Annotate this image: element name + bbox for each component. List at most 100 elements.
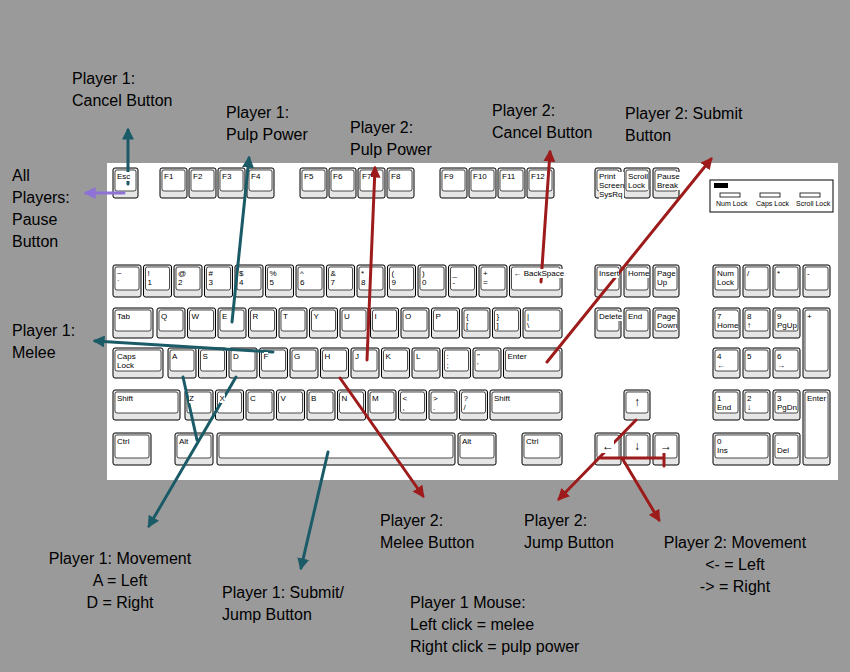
- key-legend: | \: [527, 312, 529, 330]
- key-outline: [329, 168, 356, 198]
- key-outline: [803, 390, 830, 465]
- key-outline: [160, 168, 187, 198]
- key-outline: [279, 308, 307, 338]
- key-legend: F5: [304, 172, 313, 181]
- key-outline: [653, 433, 679, 465]
- key-face: [115, 350, 161, 371]
- leader-arrow: [95, 341, 273, 352]
- key-face: [281, 310, 305, 331]
- key-outline: [321, 348, 349, 378]
- key-legend: →: [660, 440, 672, 453]
- key-face: [715, 267, 738, 290]
- key-outline: [412, 348, 440, 378]
- key-face: [805, 310, 828, 371]
- key-legend: 5: [747, 352, 751, 361]
- annotation-label: A = Left: [40, 570, 200, 592]
- key-outline: [327, 265, 355, 297]
- key-outline: [713, 390, 740, 420]
- key-legend: Alt: [462, 437, 471, 446]
- key-legend: > .: [433, 394, 438, 412]
- key-legend: Shift: [494, 394, 510, 403]
- key-outline: [217, 433, 455, 465]
- key-outline: [743, 265, 770, 297]
- key-face: [481, 267, 505, 290]
- leader-arrow: [149, 377, 236, 526]
- annotation-label: Player 2: Submit Button: [625, 103, 760, 147]
- key-legend: D: [233, 352, 239, 361]
- key-legend: N: [342, 394, 348, 403]
- key-outline: [653, 308, 679, 338]
- key-outline: [624, 308, 650, 338]
- annotation-label: Player 1: Cancel Button: [72, 68, 180, 112]
- key-outline: [429, 390, 457, 420]
- key-legend: L: [416, 352, 420, 361]
- indicator-label: Caps Lock: [756, 200, 789, 208]
- key-outline: [388, 265, 416, 297]
- key-legend: . Del: [777, 437, 789, 455]
- annotation-label: Player 2: Movement: [645, 532, 825, 554]
- key-face: [775, 392, 798, 413]
- key-legend: 8 ↑: [747, 312, 751, 330]
- key-legend: Delete: [599, 312, 622, 321]
- key-legend: -: [807, 269, 810, 278]
- key-legend: Esc: [117, 172, 130, 181]
- key-legend: @ 2: [178, 269, 186, 287]
- key-face: [249, 170, 272, 191]
- key-legend: U: [344, 312, 350, 321]
- key-outline: [266, 265, 294, 297]
- key-legend: Shift: [117, 394, 133, 403]
- key-face: [745, 392, 768, 413]
- leader-arrow: [367, 168, 375, 360]
- key-face: [115, 310, 151, 331]
- annotation-label: All Players: Pause Button: [12, 165, 74, 253]
- key-face: [655, 267, 677, 290]
- key-outline: [296, 265, 324, 297]
- annotation-label: Player 1: Melee: [12, 320, 87, 364]
- key-face: [775, 267, 798, 290]
- key-face: [745, 267, 768, 290]
- key-legend: X: [220, 394, 225, 403]
- key-legend: F7: [362, 172, 371, 181]
- key-group: [113, 168, 830, 465]
- indicator-label: Scroll Lock: [796, 200, 830, 208]
- key-legend: 9 PgUp: [777, 312, 797, 330]
- key-legend: 4 ←: [717, 352, 725, 370]
- key-outline: [443, 348, 471, 378]
- key-face: [329, 267, 353, 290]
- key-face: [389, 170, 412, 191]
- key-face: [655, 435, 677, 458]
- indicator-icon: [714, 183, 728, 188]
- key-outline: [743, 390, 770, 420]
- indicator-light: [720, 193, 740, 197]
- key-outline: [440, 168, 467, 198]
- key-legend: ↓: [634, 440, 640, 453]
- key-face: [445, 350, 469, 371]
- key-outline: [624, 265, 650, 297]
- key-outline: [469, 168, 496, 198]
- key-outline: [399, 390, 427, 420]
- key-outline: [351, 348, 379, 378]
- key-outline: [653, 265, 679, 297]
- key-outline: [803, 265, 830, 297]
- key-face: [626, 392, 648, 413]
- key-legend: Insert: [599, 269, 619, 278]
- key-face: [495, 310, 519, 331]
- key-face: [159, 310, 183, 331]
- indicator-light: [760, 193, 780, 197]
- key-face: [190, 310, 214, 331]
- annotation-label: <- = Left: [645, 554, 825, 576]
- key-outline: [773, 348, 800, 378]
- key-legend: ↑: [634, 396, 640, 409]
- key-outline: [218, 168, 245, 198]
- key-face: [460, 435, 494, 458]
- key-face: [370, 392, 394, 413]
- key-face: [492, 392, 560, 413]
- key-legend: M: [372, 394, 379, 403]
- key-face: [353, 350, 377, 371]
- key-outline: [157, 308, 185, 338]
- key-face: [442, 170, 465, 191]
- key-face: [384, 350, 408, 371]
- key-legend: Scroll Lock: [628, 172, 648, 190]
- key-outline: [743, 308, 770, 338]
